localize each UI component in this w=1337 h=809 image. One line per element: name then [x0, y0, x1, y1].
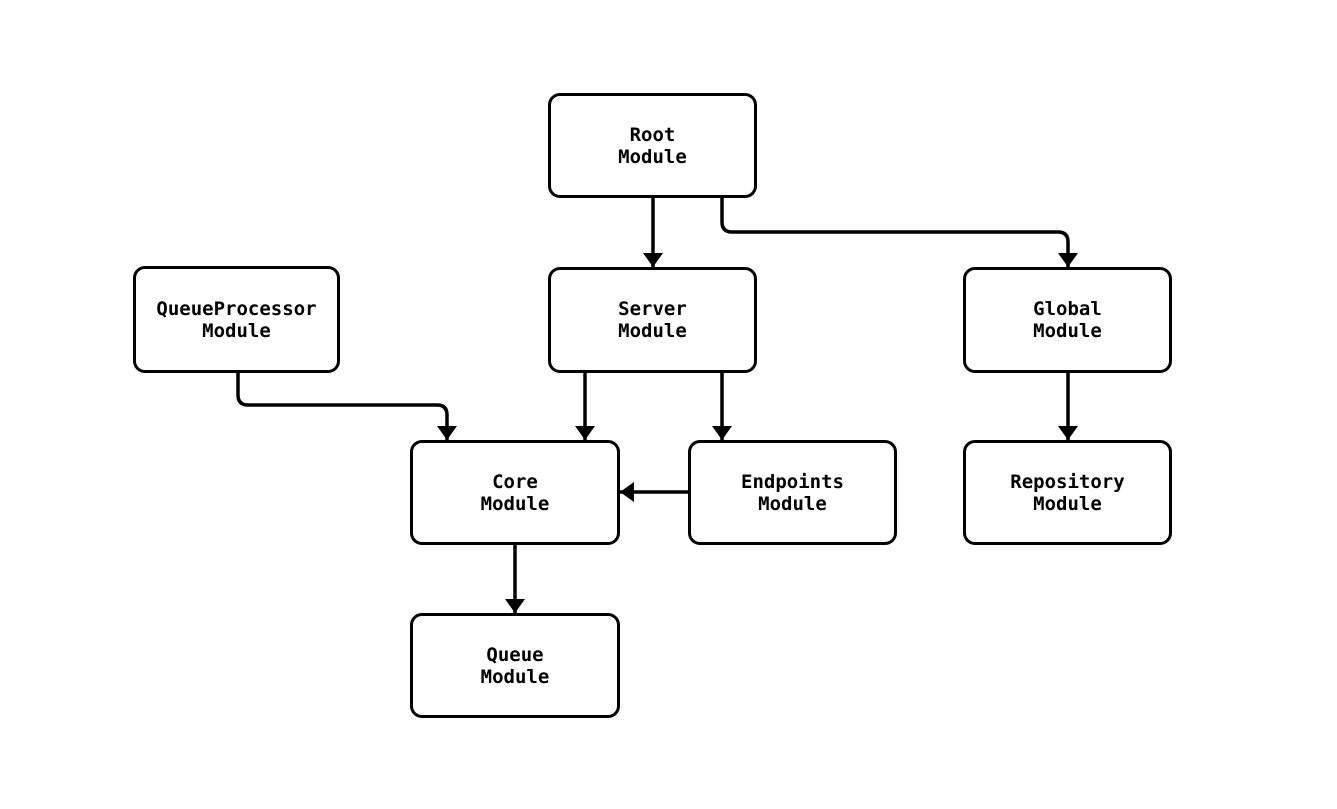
node-queueprocessor-module: QueueProcessor Module — [133, 266, 340, 373]
node-queue-module: Queue Module — [410, 613, 620, 718]
node-endpoints-module: Endpoints Module — [688, 440, 897, 545]
node-label-repository-module: Repository Module — [1010, 470, 1125, 515]
edges-group — [236, 198, 1078, 613]
node-repository-module: Repository Module — [963, 440, 1172, 545]
node-label-queue-module: Queue Module — [480, 643, 550, 688]
node-root-module: Root Module — [548, 93, 757, 198]
node-label-root-module: Root Module — [618, 123, 687, 168]
node-core-module: Core Module — [410, 440, 620, 545]
node-label-server-module: Server Module — [618, 298, 687, 342]
edge-root-module-to-global-module — [720, 198, 1078, 267]
node-label-core-module: Core Module — [480, 470, 550, 515]
node-global-module: Global Module — [963, 267, 1172, 373]
node-server-module: Server Module — [548, 267, 757, 373]
edge-queueprocessor-module-to-core-module — [236, 373, 457, 440]
node-label-global-module: Global Module — [1033, 298, 1102, 342]
node-label-queueprocessor-module: QueueProcessor Module — [156, 297, 317, 342]
node-label-endpoints-module: Endpoints Module — [741, 470, 844, 515]
